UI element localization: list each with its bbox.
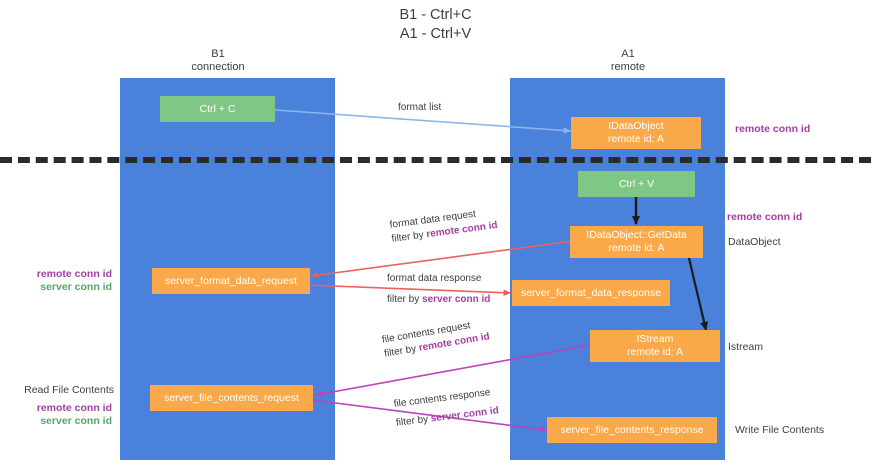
node-server-file-contents-response[interactable]: server_file_contents_response bbox=[547, 417, 717, 443]
annotation-right-istream: Istream bbox=[728, 341, 764, 353]
filter-key-server-conn-id: server conn id bbox=[422, 294, 491, 305]
filter-prefix: filter by bbox=[395, 413, 432, 429]
filter-key-server-conn-id: server conn id bbox=[430, 405, 500, 425]
phase-divider bbox=[0, 157, 871, 163]
arrow-label-format-data-response: format data response filter by server co… bbox=[387, 272, 490, 307]
annotation-left-server-conn-id-mid: server conn id bbox=[40, 281, 112, 293]
annotation-left-read-file-contents: Read File Contents bbox=[24, 384, 114, 396]
arrow-label-format-data-request: format data request filter by remote con… bbox=[389, 205, 498, 247]
annotation-left-remote-conn-id-bot: remote conn id bbox=[36, 402, 112, 414]
diagram-title: B1 - Ctrl+C A1 - Ctrl+V bbox=[399, 7, 472, 42]
annotation-right-write-file-contents: Write File Contents bbox=[735, 424, 825, 436]
node-server-format-data-response[interactable]: server_format_data_response bbox=[512, 280, 670, 306]
node-idataobject-getdata[interactable]: IDataObject::GetData remote id: A bbox=[570, 226, 703, 258]
annotation-left-server-conn-id-bot: server conn id bbox=[40, 415, 112, 427]
arrow-label-format-data-response-line2: filter by server conn id bbox=[387, 293, 490, 307]
node-istream[interactable]: IStream remote id: A bbox=[590, 330, 720, 362]
node-server-format-data-request[interactable]: server_format_data_request bbox=[152, 268, 310, 294]
arrow-label-file-contents-request: file contents request filter by remote c… bbox=[381, 316, 491, 361]
filter-prefix: filter by bbox=[390, 229, 428, 245]
column-header-b1: B1 connection bbox=[191, 48, 245, 73]
node-idataobject[interactable]: IDataObject remote id: A bbox=[571, 117, 701, 149]
annotation-right-dataobject: DataObject bbox=[728, 236, 781, 248]
arrow-label-format-data-response-line1: format data response bbox=[387, 273, 482, 284]
node-ctrl-c[interactable]: Ctrl + C bbox=[160, 96, 275, 122]
node-server-file-contents-request[interactable]: server_file_contents_request bbox=[150, 385, 313, 411]
annotation-left-remote-conn-id-mid: remote conn id bbox=[36, 268, 112, 280]
column-header-a1: A1 remote bbox=[610, 48, 646, 73]
node-ctrl-v[interactable]: Ctrl + V bbox=[578, 171, 695, 197]
arrow-label-file-contents-response: file contents response filter by server … bbox=[393, 385, 500, 430]
annotation-right-remote-conn-id-mid: remote conn id bbox=[727, 211, 803, 223]
annotation-right-remote-conn-id-top: remote conn id bbox=[735, 123, 811, 135]
filter-prefix: filter by bbox=[387, 294, 423, 305]
arrow-label-format-list: format list bbox=[398, 102, 442, 113]
